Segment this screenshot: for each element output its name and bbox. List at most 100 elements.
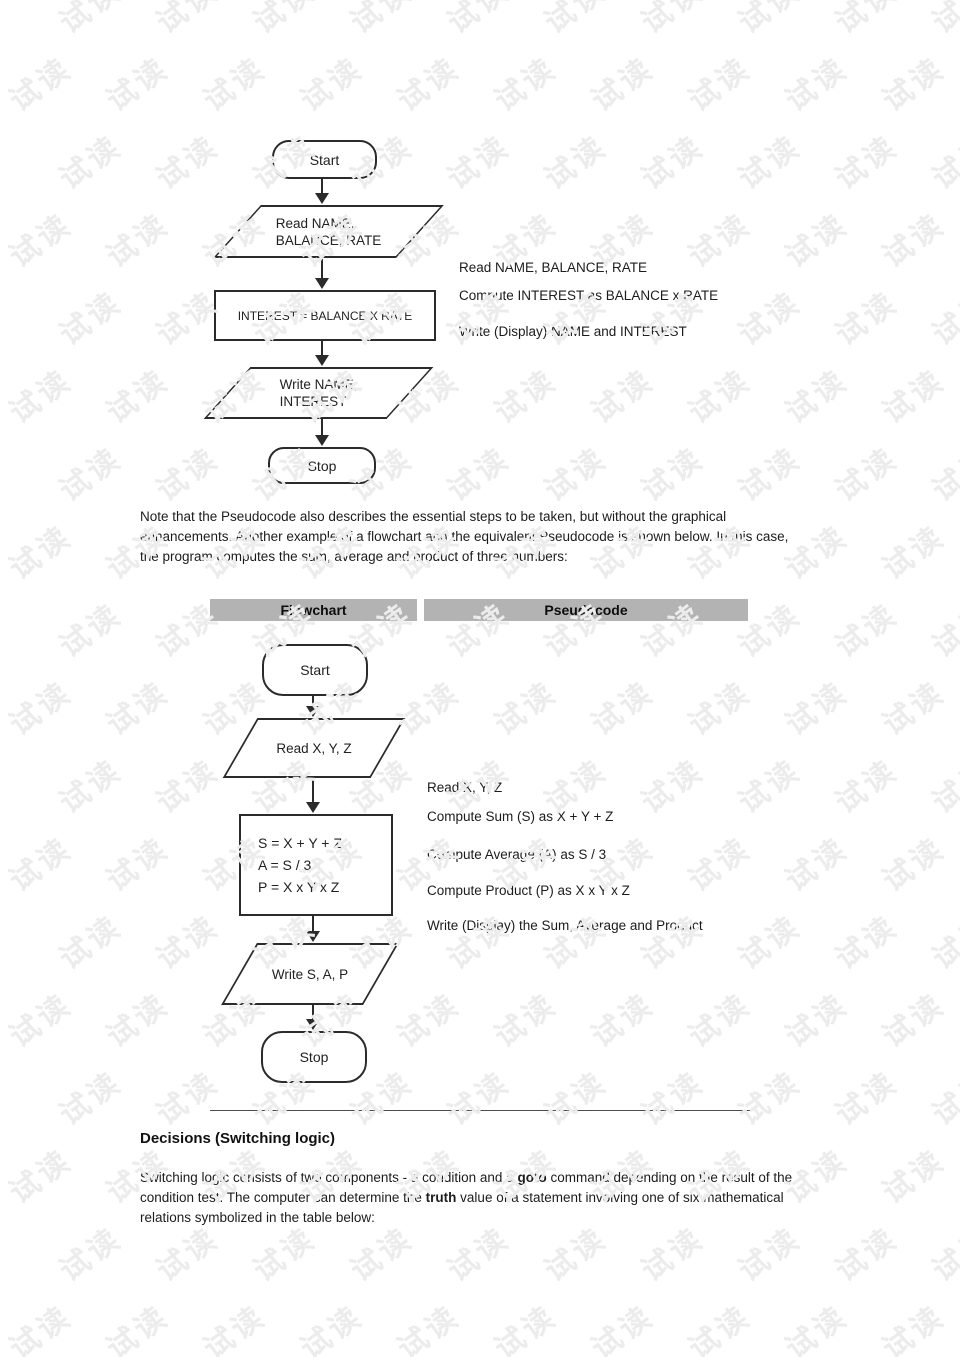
watermark-text: 试读: [829, 129, 905, 197]
watermark-text: 试读: [926, 285, 960, 353]
flowchart1-stop-node: Stop: [268, 447, 376, 484]
watermark-text: 试读: [100, 987, 176, 1055]
watermark-text: 试读: [53, 0, 129, 41]
watermark-text: 试读: [585, 51, 661, 119]
watermark-text: 试读: [100, 51, 176, 119]
watermark-text: 试读: [488, 675, 564, 743]
watermark-text: 试读: [682, 51, 758, 119]
pseudocode2-line: Read X, Y, Z: [427, 780, 503, 795]
flowchart2-start-label: Start: [300, 662, 330, 678]
watermark-text: 试读: [391, 1299, 467, 1357]
pseudocode-column-header-label: Pseudocode: [544, 602, 628, 618]
flowchart2-process-node: S = X + Y + Z A = S / 3 P = X x Y x Z: [239, 814, 393, 916]
watermark-text: 试读: [150, 441, 226, 509]
watermark-text: 试读: [294, 1299, 370, 1357]
watermark-text: 试读: [53, 129, 129, 197]
watermark-text: 试读: [732, 909, 808, 977]
watermark-text: 试读: [682, 207, 758, 275]
watermark-text: 试读: [829, 753, 905, 821]
watermark-text: 试读: [538, 129, 614, 197]
watermark-text: 试读: [197, 51, 273, 119]
pseudocode2-line: Compute Product (P) as X x Y x Z: [427, 883, 630, 898]
flowchart2-process-line: S = X + Y + Z: [258, 835, 342, 851]
flowchart2-read-node: Read X, Y, Z: [222, 718, 406, 778]
watermark-text: 试读: [488, 987, 564, 1055]
watermark-text: 试读: [344, 0, 420, 41]
watermark-text: 试读: [876, 987, 952, 1055]
watermark-text: 试读: [829, 285, 905, 353]
watermark-text: 试读: [876, 675, 952, 743]
watermark-text: 试读: [391, 51, 467, 119]
watermark-text: 试读: [100, 675, 176, 743]
watermark-text: 试读: [926, 909, 960, 977]
watermark-text: 试读: [829, 597, 905, 665]
pseudocode1-line: Compute INTEREST as BALANCE x RATE: [459, 288, 719, 303]
flowchart1-arrow-1: [315, 175, 329, 204]
watermark-text: 试读: [100, 207, 176, 275]
watermark-text: 试读: [53, 441, 129, 509]
watermark-text: 试读: [150, 909, 226, 977]
flowchart2-read-label: Read X, Y, Z: [276, 740, 352, 756]
watermark-text: 试读: [53, 753, 129, 821]
flowchart2-stop-node: Stop: [261, 1031, 367, 1083]
watermark-text: 试读: [488, 51, 564, 119]
section-divider: [210, 1110, 750, 1111]
flowchart1-arrow-2: [315, 258, 329, 289]
watermark-text: 试读: [732, 1065, 808, 1133]
watermark-text: 试读: [732, 129, 808, 197]
watermark-text: 试读: [3, 519, 79, 587]
watermark-text: 试读: [635, 0, 711, 41]
flowchart1-read-node: Read NAME, BALANCE, RATE: [213, 205, 444, 258]
watermark-text: 试读: [585, 363, 661, 431]
watermark-text: 试读: [3, 831, 79, 899]
flowchart-column-header-label: Flowchart: [280, 602, 347, 618]
watermark-text: 试读: [100, 831, 176, 899]
watermark-text: 试读: [100, 1299, 176, 1357]
pseudocode-column-header: Pseudocode: [424, 599, 748, 621]
watermark-text: 试读: [876, 1299, 952, 1357]
watermark-text: 试读: [3, 1143, 79, 1211]
watermark-text: 试读: [441, 129, 517, 197]
watermark-text: 试读: [829, 1065, 905, 1133]
watermark-text: 试读: [441, 1065, 517, 1133]
watermark-text: 试读: [829, 441, 905, 509]
flowchart1-arrow-3: [315, 337, 329, 366]
pseudocode1-line: Read NAME, BALANCE, RATE: [459, 260, 648, 275]
flowchart2-write-node: Write S, A, P: [221, 943, 399, 1005]
watermark-text: 试读: [294, 51, 370, 119]
watermark-text: 试读: [635, 909, 711, 977]
flowchart2-arrow-3: [306, 912, 320, 942]
watermark-text: 试读: [3, 51, 79, 119]
watermark-text: 试读: [441, 441, 517, 509]
pseudocode2-line: Write (Display) the Sum, Average and Pro…: [427, 918, 703, 933]
flowchart1-process-label: INTEREST = BALANCE X RATE: [237, 308, 413, 323]
watermark-text: 试读: [391, 987, 467, 1055]
watermark-text: 试读: [876, 51, 952, 119]
watermark-text: 试读: [538, 0, 614, 41]
flowchart2-arrow-2: [306, 778, 320, 813]
watermark-text: 试读: [488, 1299, 564, 1357]
watermark-text: 试读: [53, 1221, 129, 1289]
watermark-text: 试读: [876, 363, 952, 431]
watermark-text: 试读: [779, 363, 855, 431]
watermark-text: 试读: [585, 675, 661, 743]
watermark-text: 试读: [732, 0, 808, 41]
watermark-text: 试读: [876, 831, 952, 899]
pseudocode2-line: Compute Sum (S) as X + Y + Z: [427, 809, 614, 824]
watermark-text: 试读: [3, 363, 79, 431]
watermark-text: 试读: [829, 909, 905, 977]
watermark-text: 试读: [635, 441, 711, 509]
watermark-text: 试读: [585, 987, 661, 1055]
watermark-text: 试读: [926, 129, 960, 197]
watermark-text: 试读: [682, 675, 758, 743]
watermark-text: 试读: [150, 753, 226, 821]
decisions-paragraph: Switching logic consists of two componen…: [140, 1170, 793, 1225]
flowchart2-stop-label: Stop: [299, 1049, 329, 1065]
watermark-text: 试读: [635, 129, 711, 197]
watermark-text: 试读: [682, 363, 758, 431]
watermark-text: 试读: [926, 753, 960, 821]
watermark-text: 试读: [779, 831, 855, 899]
watermark-text: 试读: [779, 207, 855, 275]
watermark-text: 试读: [53, 285, 129, 353]
watermark-text: 试读: [926, 0, 960, 41]
